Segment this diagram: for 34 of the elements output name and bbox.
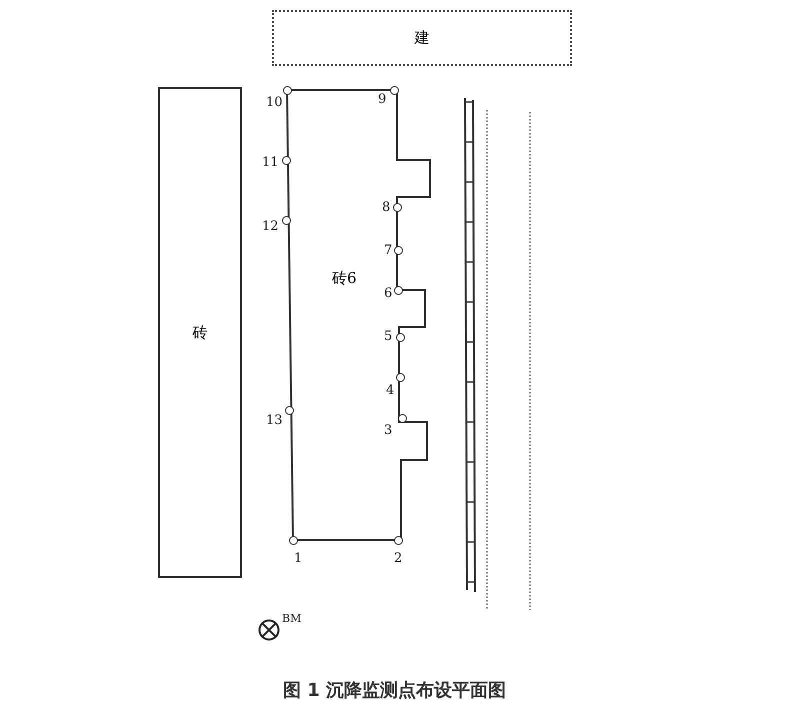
- monitoring-point: [284, 406, 294, 414]
- point-number: 7: [384, 244, 392, 257]
- point-number: 11: [262, 156, 279, 169]
- point-number: 8: [382, 201, 390, 214]
- monitoring-point: [394, 246, 402, 254]
- point-number: 6: [384, 287, 392, 300]
- monitoring-point: [282, 156, 290, 164]
- point-number: 2: [394, 552, 402, 565]
- monitoring-point: [282, 86, 292, 94]
- monitoring-point: [390, 86, 398, 94]
- point-number: 9: [378, 93, 386, 106]
- monitoring-point: [394, 536, 402, 544]
- monitoring-point: [396, 332, 404, 342]
- benchmark-icon: [258, 619, 280, 641]
- point-number: 12: [262, 220, 279, 233]
- building-outline: [284, 87, 434, 544]
- point-number: 3: [384, 424, 392, 437]
- point-number: 5: [384, 330, 392, 343]
- point-number: 1: [294, 552, 302, 565]
- monitoring-point: [398, 414, 406, 422]
- figure-caption: 图 1 沉降监测点布设平面图: [282, 679, 508, 702]
- benchmark-label: BM: [282, 613, 302, 624]
- point-number: 4: [386, 384, 394, 397]
- monitoring-point: [282, 216, 290, 224]
- point-number: 13: [266, 414, 283, 427]
- building-label: 建: [414, 28, 430, 48]
- monitoring-point: [288, 536, 298, 544]
- building-label: 砖6: [332, 269, 357, 288]
- point-number: 10: [266, 96, 283, 109]
- building-outline-dotted: [272, 10, 572, 66]
- building-block: [158, 87, 242, 578]
- monitoring-point: [392, 202, 402, 212]
- monitoring-point: [396, 372, 404, 382]
- building-label: 砖: [192, 323, 208, 342]
